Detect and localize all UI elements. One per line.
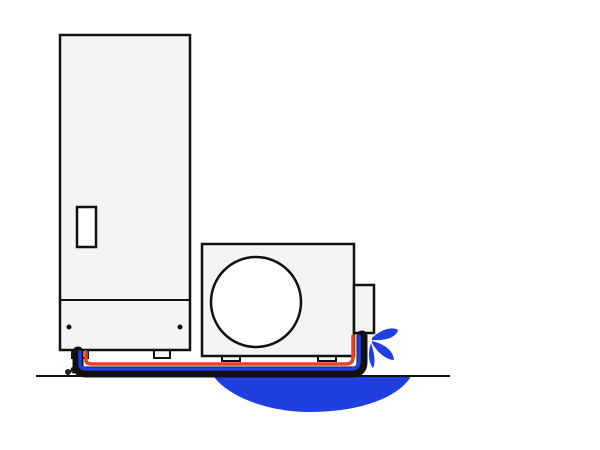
water-puddle	[212, 374, 410, 412]
storage-tank-unit	[58, 33, 192, 359]
droplet-mid-icon	[372, 341, 394, 360]
cold-pipe	[78, 334, 361, 371]
screw-right-icon	[177, 324, 183, 330]
outdoor-heat-pump-unit	[200, 242, 376, 362]
pipe-outline	[72, 330, 368, 378]
water-leak-spray	[368, 328, 398, 368]
tank-control-panel	[75, 205, 98, 249]
screw-left-icon	[66, 324, 72, 330]
tank-body	[58, 33, 192, 352]
fan-icon	[209, 255, 303, 349]
pump-valve-box	[352, 283, 376, 335]
refrigerant-pipes	[72, 330, 368, 378]
droplet-up-icon	[372, 328, 398, 341]
hot-pipe	[84, 334, 355, 366]
droplet-down-icon	[368, 343, 375, 368]
